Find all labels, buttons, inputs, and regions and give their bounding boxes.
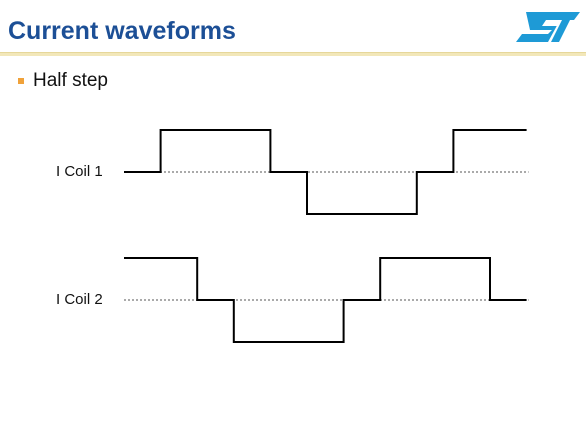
coil1-label: I Coil 1 <box>56 163 103 180</box>
bullet-square-icon <box>18 78 24 84</box>
st-logo-icon <box>516 12 580 42</box>
bullet-text: Half step <box>33 70 108 91</box>
bullet-item: Half step <box>18 70 108 92</box>
coil2-current-waveform <box>124 257 527 343</box>
title-divider-line <box>0 52 586 53</box>
slide-title: Current waveforms <box>8 17 236 45</box>
coil2-label: I Coil 2 <box>56 291 103 308</box>
title-divider <box>0 53 586 56</box>
coil1-current-waveform <box>124 129 527 215</box>
